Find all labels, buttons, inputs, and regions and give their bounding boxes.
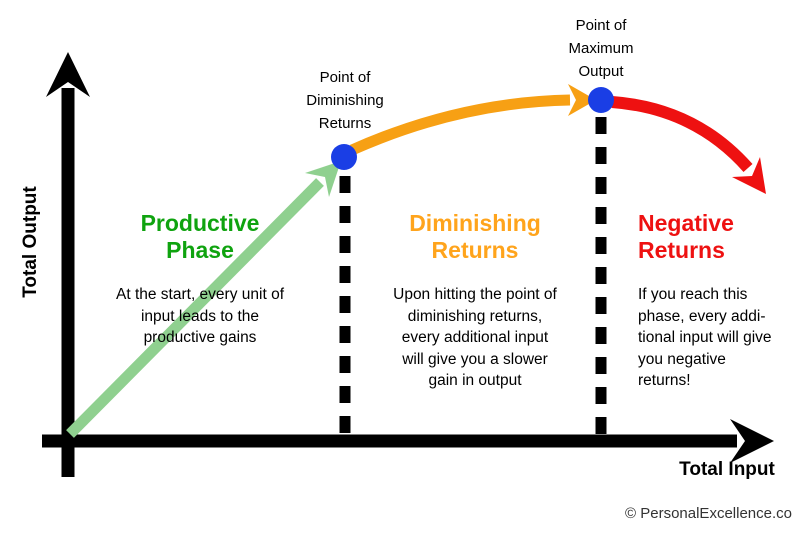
point-of-diminishing-returns-dot [331, 144, 357, 170]
y-axis-label: Total Output [20, 186, 41, 298]
point-of-maximum-output-dot [588, 87, 614, 113]
diminishing-returns-curve [349, 94, 571, 156]
point-of-maximum-output-label: Point of Maximum Output [568, 17, 634, 80]
x-axis-arrowhead-icon [730, 419, 774, 463]
diminishing-returns-description: Upon hitting the point of diminishing re… [393, 286, 557, 389]
x-axis-label: Total Input [679, 459, 775, 480]
negative-returns-heading: Negative Returns [638, 210, 734, 263]
negative-returns-description: If you reach this phase, every addi- tio… [638, 286, 772, 389]
negative-returns-curve [611, 96, 753, 172]
diminishing-returns-heading: Diminishing Returns [409, 210, 541, 263]
diminishing-curve-arrowhead-icon [568, 84, 596, 116]
y-axis-arrowhead-icon [46, 52, 90, 97]
point-of-diminishing-returns-label: Point of Diminishing Returns [306, 69, 384, 132]
productive-curve-arrowhead-icon [305, 161, 341, 197]
copyright-text: © PersonalExcellence.co [625, 505, 792, 522]
productive-phase-heading: Productive Phase [140, 210, 260, 263]
productive-phase-curve [66, 178, 324, 438]
productive-phase-description: At the start, every unit of input leads … [116, 286, 284, 346]
negative-curve-arrowhead-icon [732, 157, 766, 194]
